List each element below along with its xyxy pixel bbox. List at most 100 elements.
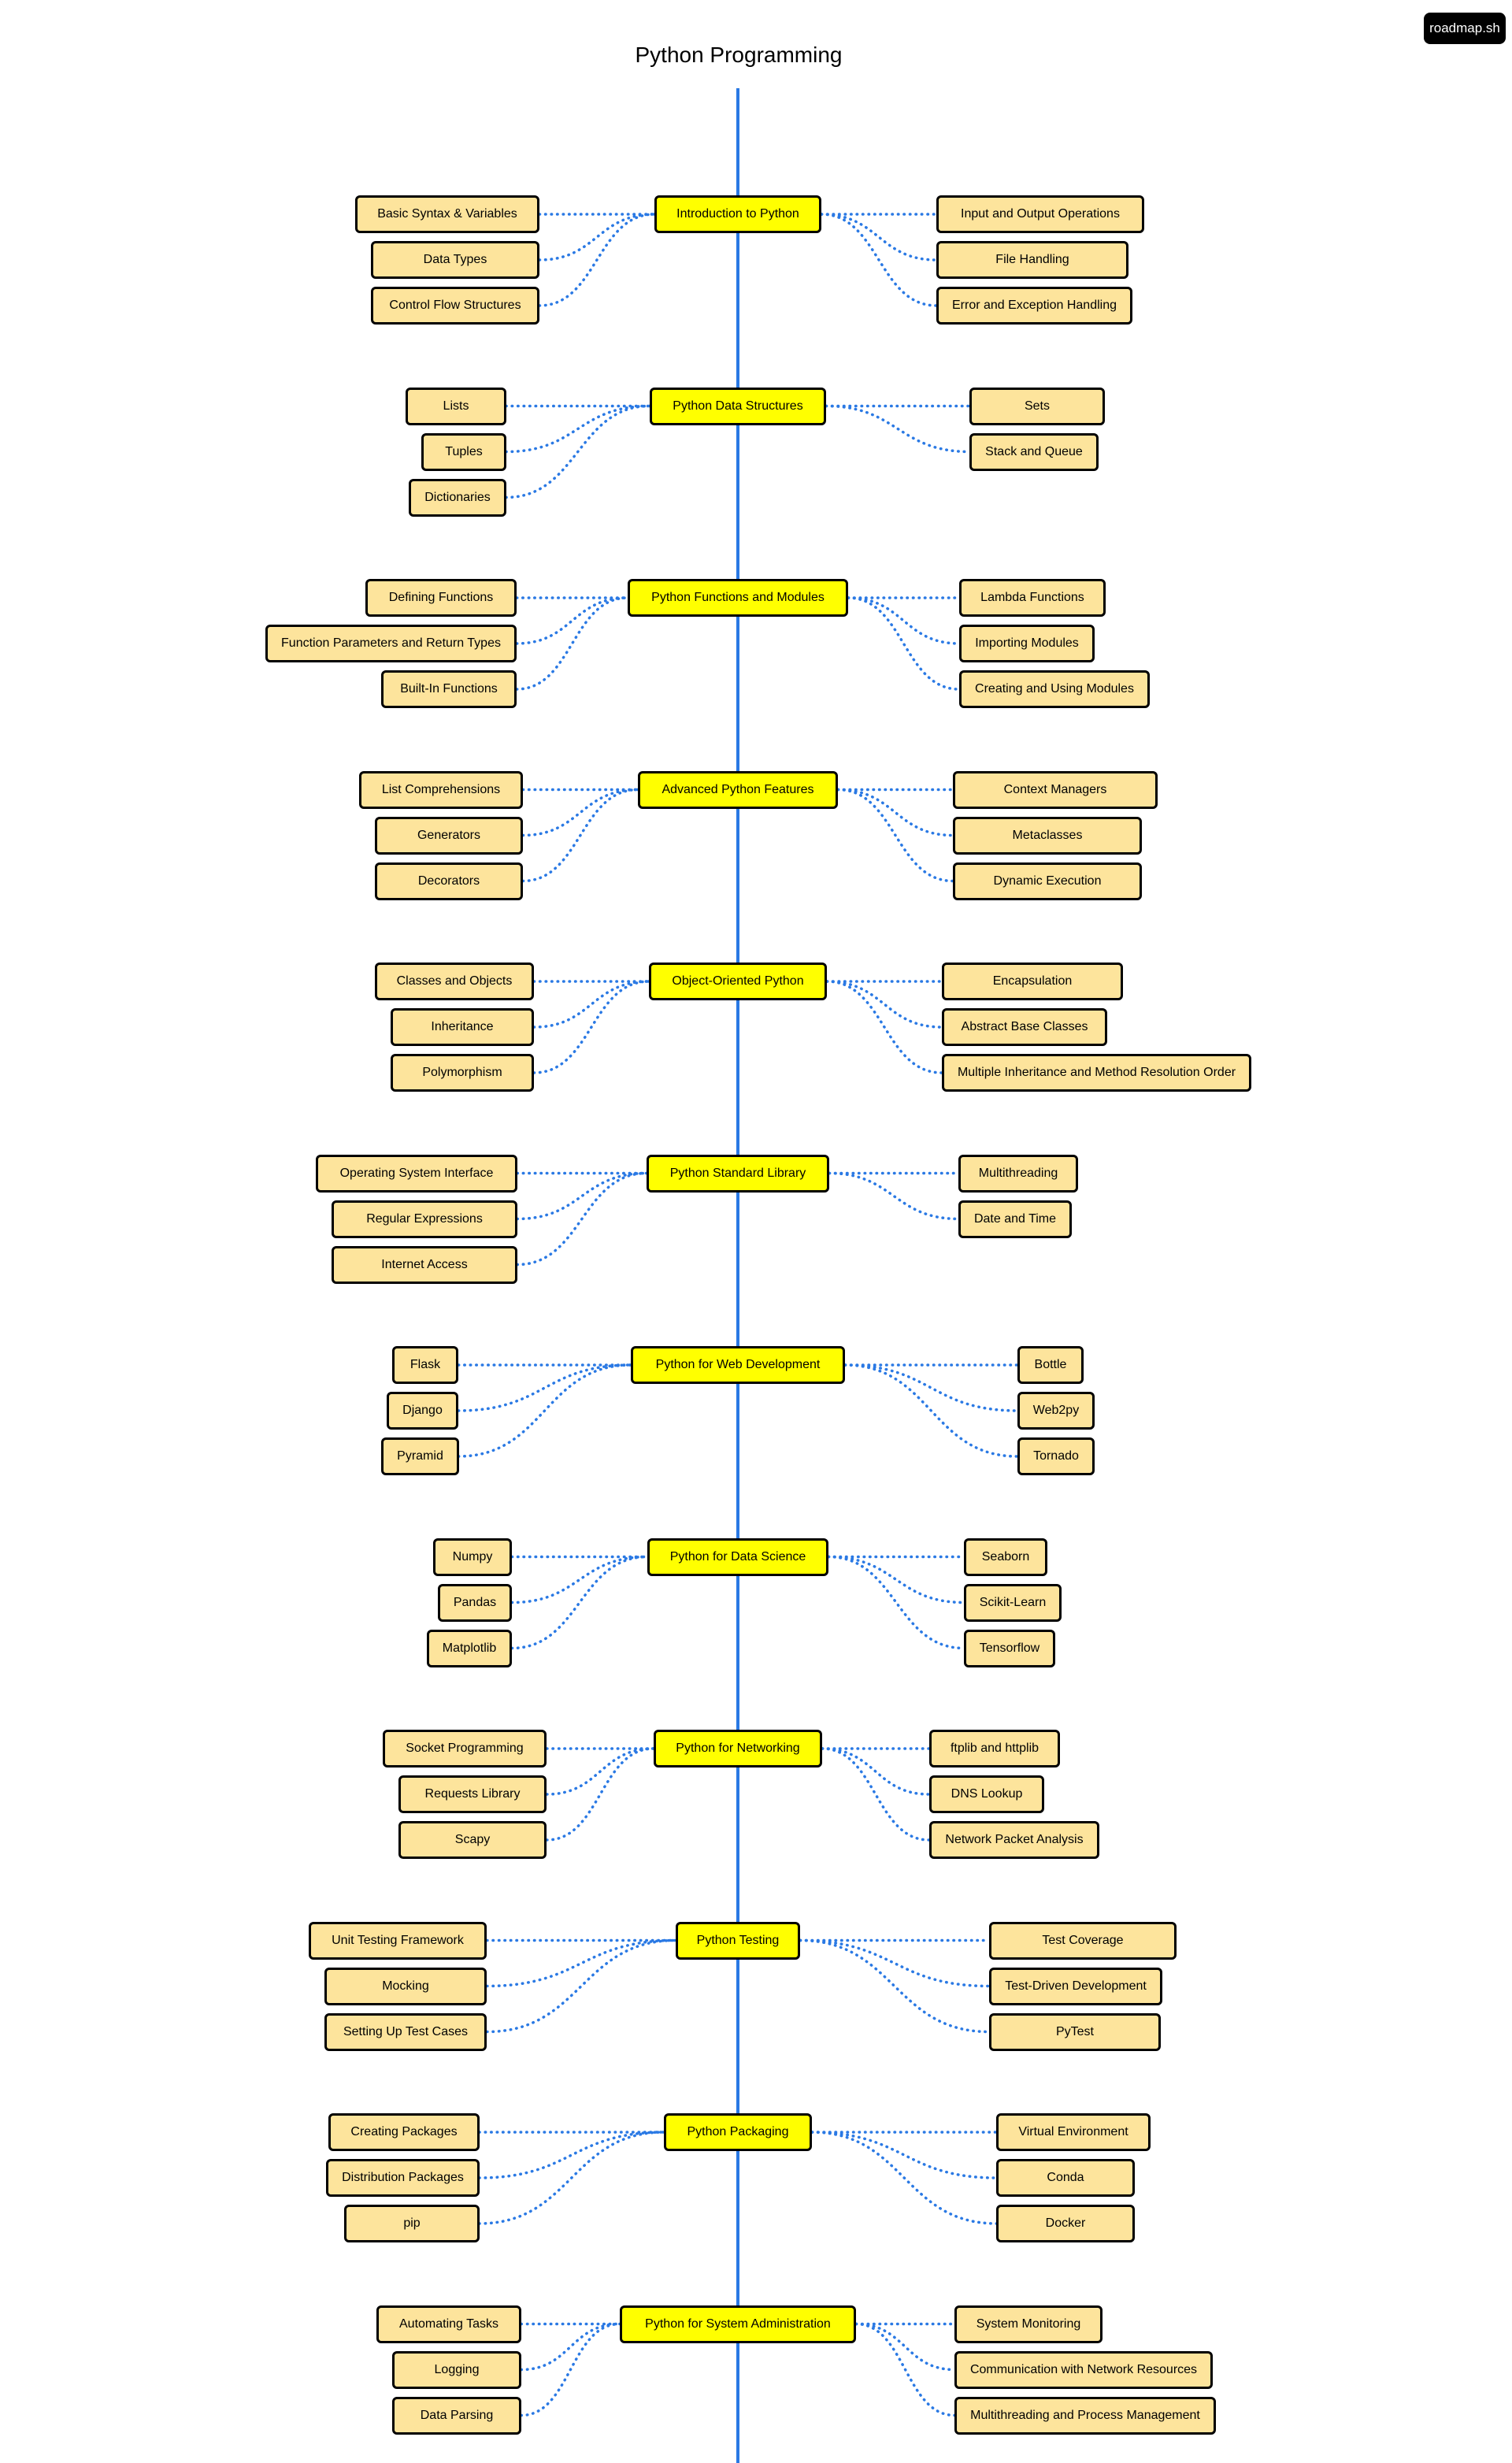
subtopic-operating-system-interface[interactable]: Operating System Interface: [316, 1154, 517, 1193]
subtopic-pyramid[interactable]: Pyramid: [381, 1437, 459, 1475]
topic-python-data-structures[interactable]: Python Data Structures: [650, 387, 826, 425]
subtopic-conda[interactable]: Conda: [996, 2159, 1135, 2197]
subtopic-mocking[interactable]: Mocking: [324, 1967, 487, 2005]
subtopic-seaborn[interactable]: Seaborn: [964, 1538, 1047, 1576]
subtopic-error-and-exception-handling[interactable]: Error and Exception Handling: [936, 287, 1132, 325]
subtopic-pandas[interactable]: Pandas: [438, 1583, 512, 1622]
subtopic-importing-modules[interactable]: Importing Modules: [959, 625, 1095, 662]
subtopic-data-parsing[interactable]: Data Parsing: [392, 2396, 521, 2435]
connector-decorators: [521, 788, 639, 883]
subtopic-test-driven-development[interactable]: Test-Driven Development: [989, 1967, 1162, 2005]
connector-date-and-time: [828, 1171, 960, 1221]
subtopic-stack-and-queue[interactable]: Stack and Queue: [969, 432, 1099, 471]
subtopic-function-parameters-and-return-types[interactable]: Function Parameters and Return Types: [265, 625, 517, 662]
subtopic-scikit-learn[interactable]: Scikit-Learn: [964, 1583, 1062, 1622]
subtopic-abstract-base-classes[interactable]: Abstract Base Classes: [942, 1008, 1107, 1046]
subtopic-numpy[interactable]: Numpy: [433, 1538, 512, 1576]
connector-regular-expressions: [516, 1171, 648, 1221]
subtopic-tuples[interactable]: Tuples: [421, 432, 506, 471]
subtopic-context-managers[interactable]: Context Managers: [953, 770, 1158, 809]
topic-introduction-to-python[interactable]: Introduction to Python: [654, 195, 821, 233]
subtopic-built-in-functions[interactable]: Built-In Functions: [381, 670, 517, 708]
subtopic-requests-library[interactable]: Requests Library: [398, 1775, 547, 1813]
topic-python-for-data-science[interactable]: Python for Data Science: [647, 1538, 828, 1576]
subtopic-metaclasses[interactable]: Metaclasses: [953, 816, 1142, 855]
subtopic-network-packet-analysis[interactable]: Network Packet Analysis: [929, 1821, 1099, 1859]
connector-conda: [810, 2131, 999, 2179]
subtopic-internet-access[interactable]: Internet Access: [332, 1245, 517, 1284]
subtopic-multithreading-and-process-management[interactable]: Multithreading and Process Management: [954, 2396, 1216, 2435]
subtopic-system-monitoring[interactable]: System Monitoring: [954, 2305, 1102, 2343]
connector-tuples: [504, 404, 651, 454]
page-title: Python Programming: [635, 43, 843, 67]
subtopic-file-handling[interactable]: File Handling: [936, 241, 1128, 279]
subtopic-decorators[interactable]: Decorators: [375, 862, 523, 900]
subtopic-dns-lookup[interactable]: DNS Lookup: [929, 1775, 1044, 1813]
subtopic-creating-packages[interactable]: Creating Packages: [328, 2113, 480, 2151]
subtopic-django[interactable]: Django: [387, 1392, 458, 1430]
topic-python-for-networking[interactable]: Python for Networking: [654, 1730, 822, 1767]
subtopic-classes-and-objects[interactable]: Classes and Objects: [375, 963, 534, 1000]
connector-abstract-base-classes: [825, 980, 943, 1029]
subtopic-input-and-output-operations[interactable]: Input and Output Operations: [936, 195, 1144, 233]
topic-python-for-web-development[interactable]: Python for Web Development: [631, 1346, 845, 1384]
subtopic-generators[interactable]: Generators: [375, 816, 523, 855]
connector-mocking: [485, 1938, 677, 1988]
subtopic-pip[interactable]: pip: [344, 2205, 480, 2242]
topic-python-for-system-administration[interactable]: Python for System Administration: [620, 2305, 856, 2343]
subtopic-lists[interactable]: Lists: [406, 387, 506, 425]
subtopic-dynamic-execution[interactable]: Dynamic Execution: [953, 862, 1142, 900]
topic-python-testing[interactable]: Python Testing: [676, 1921, 800, 1960]
subtopic-docker[interactable]: Docker: [996, 2205, 1135, 2242]
connector-inheritance: [532, 980, 650, 1029]
topic-python-functions-and-modules[interactable]: Python Functions and Modules: [628, 579, 848, 617]
connector-control-flow-structures: [538, 213, 656, 307]
subtopic-setting-up-test-cases[interactable]: Setting Up Test Cases: [324, 2012, 487, 2051]
subtopic-flask[interactable]: Flask: [392, 1346, 458, 1384]
subtopic-tensorflow[interactable]: Tensorflow: [964, 1629, 1055, 1667]
subtopic-control-flow-structures[interactable]: Control Flow Structures: [371, 287, 539, 325]
subtopic-automating-tasks[interactable]: Automating Tasks: [376, 2305, 521, 2343]
subtopic-pytest[interactable]: PyTest: [989, 2012, 1161, 2051]
subtopic-data-types[interactable]: Data Types: [371, 241, 539, 279]
subtopic-regular-expressions[interactable]: Regular Expressions: [332, 1200, 517, 1238]
connector-importing-modules: [847, 596, 961, 645]
subtopic-basic-syntax-variables[interactable]: Basic Syntax & Variables: [355, 195, 539, 233]
subtopic-defining-functions[interactable]: Defining Functions: [365, 579, 517, 617]
subtopic-tornado[interactable]: Tornado: [1017, 1437, 1095, 1475]
subtopic-ftplib-and-httplib[interactable]: ftplib and httplib: [929, 1730, 1060, 1767]
subtopic-sets[interactable]: Sets: [969, 387, 1105, 425]
subtopic-multithreading[interactable]: Multithreading: [958, 1154, 1078, 1193]
subtopic-inheritance[interactable]: Inheritance: [391, 1008, 534, 1046]
subtopic-multiple-inheritance-and-method-resolution-order[interactable]: Multiple Inheritance and Method Resoluti…: [942, 1054, 1251, 1092]
subtopic-creating-and-using-modules[interactable]: Creating and Using Modules: [959, 670, 1150, 708]
subtopic-virtual-environment[interactable]: Virtual Environment: [996, 2113, 1151, 2151]
subtopic-distribution-packages[interactable]: Distribution Packages: [326, 2159, 480, 2197]
connector-built-in-functions: [515, 596, 629, 691]
subtopic-bottle[interactable]: Bottle: [1017, 1346, 1084, 1384]
subtopic-web2py[interactable]: Web2py: [1017, 1392, 1095, 1430]
subtopic-polymorphism[interactable]: Polymorphism: [391, 1054, 534, 1092]
connector-scapy: [545, 1747, 655, 1842]
connector-multithreading-and-process-management: [854, 2322, 956, 2417]
connector-distribution-packages: [477, 2131, 665, 2179]
subtopic-date-and-time[interactable]: Date and Time: [958, 1200, 1072, 1238]
subtopic-matplotlib[interactable]: Matplotlib: [427, 1629, 512, 1667]
subtopic-scapy[interactable]: Scapy: [398, 1821, 547, 1859]
subtopic-test-coverage[interactable]: Test Coverage: [989, 1921, 1177, 1960]
subtopic-lambda-functions[interactable]: Lambda Functions: [959, 579, 1106, 617]
subtopic-logging[interactable]: Logging: [392, 2350, 521, 2389]
subtopic-list-comprehensions[interactable]: List Comprehensions: [359, 770, 523, 809]
topic-object-oriented-python[interactable]: Object-Oriented Python: [649, 963, 827, 1000]
topic-advanced-python-features[interactable]: Advanced Python Features: [638, 770, 838, 809]
subtopic-dictionaries[interactable]: Dictionaries: [409, 478, 506, 517]
subtopic-unit-testing-framework[interactable]: Unit Testing Framework: [309, 1921, 487, 1960]
connector-pyramid: [457, 1363, 632, 1458]
roadmap-sh-badge[interactable]: roadmap.sh: [1424, 13, 1506, 44]
topic-python-standard-library[interactable]: Python Standard Library: [647, 1154, 829, 1193]
subtopic-communication-with-network-resources[interactable]: Communication with Network Resources: [954, 2350, 1213, 2389]
topic-python-packaging[interactable]: Python Packaging: [664, 2113, 812, 2151]
subtopic-encapsulation[interactable]: Encapsulation: [942, 963, 1123, 1000]
subtopic-socket-programming[interactable]: Socket Programming: [383, 1730, 547, 1767]
